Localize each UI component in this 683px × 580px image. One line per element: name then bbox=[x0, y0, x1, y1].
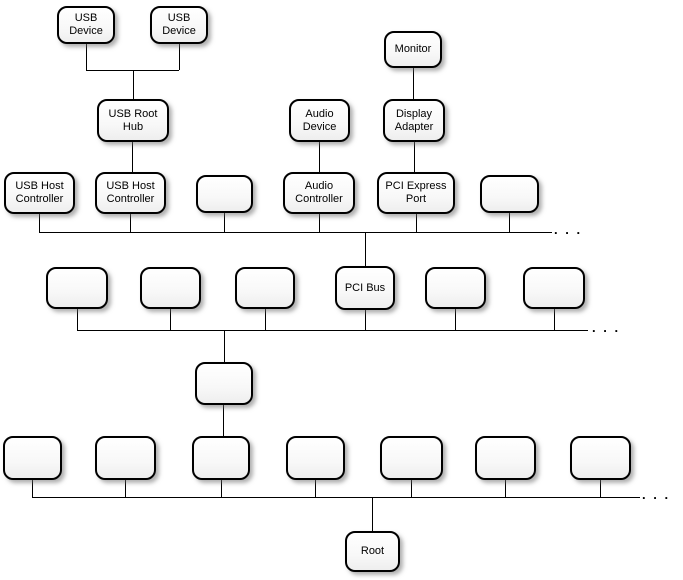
continuation-dots: . . . bbox=[642, 487, 671, 502]
node-label: Display Adapter bbox=[394, 107, 434, 133]
node-label: Audio Device bbox=[302, 107, 337, 133]
node-unnamed-device-3 bbox=[46, 267, 108, 309]
node-unnamed-device-11 bbox=[192, 436, 250, 480]
connector-line bbox=[319, 142, 320, 172]
connector-line bbox=[315, 480, 316, 497]
node-unnamed-device-7 bbox=[523, 267, 585, 309]
connector-line bbox=[505, 480, 506, 497]
node-unnamed-device-10 bbox=[95, 436, 156, 480]
connector-line bbox=[319, 214, 320, 232]
node-unnamed-device-12 bbox=[286, 436, 345, 480]
connector-line bbox=[455, 309, 456, 330]
node-unnamed-device-5 bbox=[235, 267, 295, 309]
connector-line bbox=[372, 497, 373, 531]
node-display-adapter: Display Adapter bbox=[383, 99, 445, 142]
node-unnamed-device-4 bbox=[140, 267, 201, 309]
continuation-dots: . . . bbox=[554, 222, 583, 237]
node-label: USB Device bbox=[162, 12, 196, 37]
connector-line bbox=[414, 142, 415, 172]
node-pci-express-port: PCI Express Port bbox=[377, 172, 455, 214]
connector-line bbox=[224, 330, 225, 362]
node-unnamed-device-6 bbox=[425, 267, 486, 309]
connector-line bbox=[132, 142, 133, 172]
node-label: USB Root Hub bbox=[108, 107, 158, 133]
node-label: PCI Express Port bbox=[385, 180, 447, 205]
node-label: PCI Bus bbox=[344, 281, 386, 294]
connector-line bbox=[170, 309, 171, 330]
connector-line bbox=[554, 309, 555, 330]
node-label: USB Host Controller bbox=[15, 180, 64, 205]
connector-line bbox=[125, 480, 126, 497]
node-monitor: Monitor bbox=[384, 31, 442, 68]
connector-line bbox=[411, 480, 412, 497]
node-unnamed-device-8 bbox=[195, 362, 253, 405]
connector-line bbox=[365, 232, 366, 266]
connector-line bbox=[365, 310, 366, 330]
connector-line bbox=[86, 44, 87, 70]
connector-line bbox=[600, 480, 601, 497]
node-unnamed-device-2 bbox=[480, 175, 539, 213]
node-label: Audio Controller bbox=[295, 180, 343, 205]
node-usb-host-controller-2: USB Host Controller bbox=[95, 172, 166, 214]
connector-line bbox=[130, 214, 131, 232]
node-pci-bus: PCI Bus bbox=[335, 266, 395, 310]
node-audio-device: Audio Device bbox=[289, 99, 350, 142]
node-unnamed-device-9 bbox=[3, 436, 62, 480]
connector-line bbox=[416, 214, 417, 232]
connector-line bbox=[39, 214, 40, 232]
node-label: Monitor bbox=[394, 43, 432, 55]
connector-line bbox=[133, 70, 134, 99]
connector-line bbox=[265, 309, 266, 330]
node-unnamed-device-14 bbox=[475, 436, 536, 480]
connector-line bbox=[77, 330, 588, 331]
node-unnamed-device-13 bbox=[380, 436, 443, 480]
node-unnamed-device-15 bbox=[570, 436, 631, 480]
connector-line bbox=[86, 70, 179, 71]
connector-line bbox=[32, 480, 33, 497]
connector-line bbox=[221, 480, 222, 497]
continuation-dots: . . . bbox=[592, 320, 621, 335]
node-label: USB Device bbox=[69, 12, 103, 37]
node-root: Root bbox=[345, 531, 400, 572]
node-usb-host-controller-1: USB Host Controller bbox=[4, 172, 75, 214]
connector-line bbox=[77, 309, 78, 330]
node-usb-root-hub: USB Root Hub bbox=[97, 99, 169, 142]
connector-line bbox=[224, 213, 225, 232]
connector-line bbox=[223, 405, 224, 436]
node-usb-device-2: USB Device bbox=[150, 6, 208, 44]
connector-line bbox=[179, 44, 180, 70]
node-unnamed-device-1 bbox=[196, 175, 253, 213]
connector-line bbox=[413, 68, 414, 99]
node-label: USB Host Controller bbox=[106, 180, 155, 205]
connector-line bbox=[509, 213, 510, 232]
node-audio-controller: Audio Controller bbox=[283, 172, 355, 214]
node-label: Root bbox=[360, 545, 385, 557]
connector-line bbox=[39, 232, 552, 233]
node-usb-device-1: USB Device bbox=[57, 6, 115, 44]
connector-line bbox=[32, 497, 640, 498]
